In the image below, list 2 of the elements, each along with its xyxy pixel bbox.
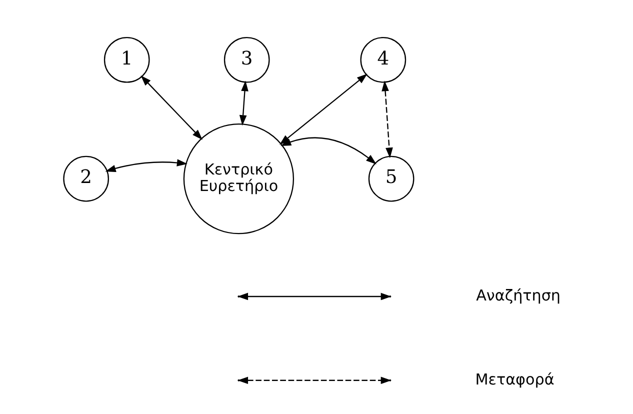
legend-label: Αναζήτηση <box>476 286 560 304</box>
legend-label: Μεταφορά <box>474 370 554 388</box>
